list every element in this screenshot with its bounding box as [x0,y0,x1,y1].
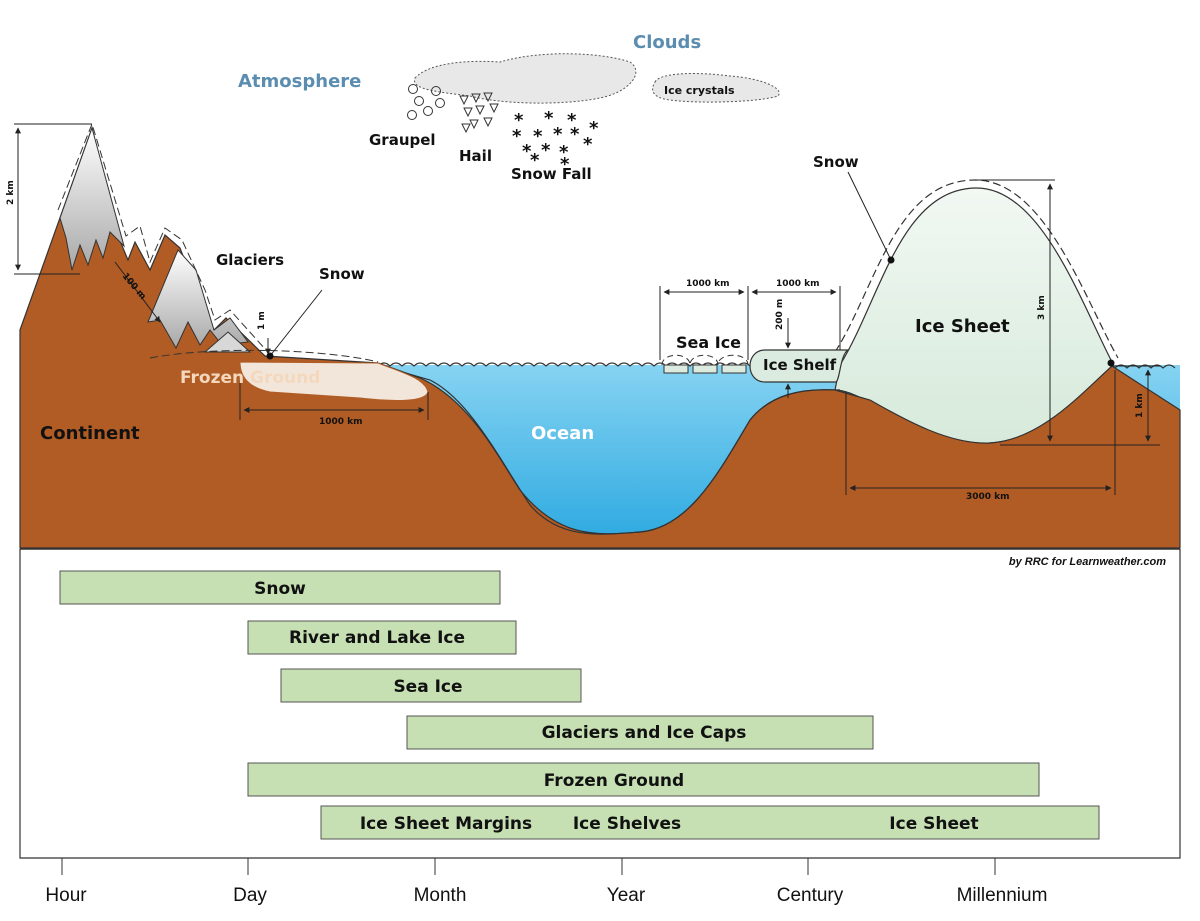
sea-ice-floe-2 [692,364,718,374]
snow-point-left [266,352,274,360]
bar-label-snow: Snow [254,579,306,599]
bar-label-glaciers-ice-caps: Glaciers and Ice Caps [542,723,747,743]
atmosphere-label: Atmosphere [238,71,361,92]
svg-text:*: * [560,154,570,175]
dim-snow-depth: 1 m [257,311,267,330]
sea-ice-floe-3 [721,364,747,374]
glaciers-label: Glaciers [216,251,284,269]
graupel-label: Graupel [369,131,436,149]
dim-sea-ice-width: 1000 km [686,279,730,289]
ice-sheet-label: Ice Sheet [915,316,1010,337]
bar-river-lake-ice [247,620,517,655]
ocean-label: Ocean [531,423,594,444]
dim-ice-sheet-base: 1 km [1135,393,1145,418]
cloud-small [652,73,780,103]
sea-ice-floe-1 [663,364,689,374]
svg-text:*: * [567,110,577,131]
tick-year: Year [607,885,646,906]
ocean-waves-right [1114,364,1176,369]
svg-text:*: * [541,140,551,161]
bar-label-sea-ice: Sea Ice [393,677,462,697]
timescale-bars [59,570,1100,840]
snow-pointer-right [847,171,892,261]
ice-sheet-width-dimension [845,370,1116,495]
svg-text:*: * [583,134,593,155]
snow-pointer-left [269,289,323,357]
sea-ice-label: Sea Ice [676,333,741,352]
bar-label-ice-sheet-margins: Ice Sheet Margins [360,814,532,834]
bar-frozen-ground [247,762,1040,797]
dim-ice-sheet-width: 3000 km [966,492,1010,502]
svg-text:*: * [544,108,554,129]
dim-ice-sheet-height: 3 km [1037,295,1047,320]
svg-text:*: * [522,141,532,162]
tick-millennium: Millennium [957,885,1048,906]
mountain-snowcap-1 [59,126,125,271]
sea-ice-snow-outline [661,354,749,366]
ground-snow-outline [149,349,379,363]
svg-text:*: * [559,142,569,163]
graupel-particles [407,84,445,120]
frozen-ground [239,361,429,401]
snowfall-label: Snow Fall [511,165,592,183]
continent-label: Continent [40,423,140,444]
ice-shelf-width-dimension [751,286,841,350]
bar-label-ice-sheet: Ice Sheet [889,814,978,834]
frozen-ground-label: Frozen Ground [180,368,320,388]
svg-text:*: * [530,150,540,171]
snow-point-right [887,256,895,264]
hail-label: Hail [459,147,492,165]
bar-label-river-lake-ice: River and Lake Ice [289,628,465,648]
svg-text:*: * [553,124,563,145]
glacier-thickness-dimension [114,261,161,323]
tick-century: Century [777,885,844,906]
ice-sheet-base-dimension [1112,365,1160,442]
timescale-frame [19,549,1181,859]
bar-sea-ice [280,668,582,703]
dim-mountain-height: 2 km [6,180,16,205]
svg-text:*: * [589,118,599,139]
bar-glaciers-ice-caps [406,715,874,750]
sea-ice-width-dimension [659,286,749,360]
ice-sheet-edge-point [1107,359,1115,367]
snowfall-particles: *** *** *** *** ** [512,108,599,175]
tick-hour: Hour [45,885,87,906]
ocean-floor-line [377,364,841,535]
bar-snow [59,570,501,605]
frozen-ground-width-dimension [239,380,429,420]
svg-text:*: * [514,110,524,131]
clouds-label: Clouds [633,32,701,53]
ice-shelf [749,349,851,383]
ice-sheet-height-dimension [975,179,1160,446]
cloud-large [414,53,637,104]
credit-label: by RRC for Learnweather.com [1009,556,1166,568]
ice-crystals-label: Ice crystals [664,84,735,97]
bar-ice-sheet [320,805,1100,840]
mountain-height-dimension [14,123,92,275]
ice-shelf-label: Ice Shelf [763,356,837,374]
tick-month: Month [414,885,467,906]
svg-text:*: * [512,126,522,147]
bar-label-ice-shelves: Ice Shelves [573,814,681,834]
svg-text:*: * [533,126,543,147]
timescale-ticks [61,858,996,875]
snow-label-right: Snow [813,153,859,171]
svg-text:*: * [570,124,580,145]
mountain-dashed-outline [57,122,267,351]
hail-particles [459,92,499,134]
snow-label-left: Snow [319,265,365,283]
dim-ice-shelf-width: 1000 km [776,279,820,289]
glacier-tongue [203,331,252,353]
tick-day: Day [233,885,267,906]
dim-frozen-ground-width: 1000 km [319,417,363,427]
bar-label-frozen-ground: Frozen Ground [544,771,684,791]
dim-ice-shelf-thickness: 200 m [775,299,785,330]
